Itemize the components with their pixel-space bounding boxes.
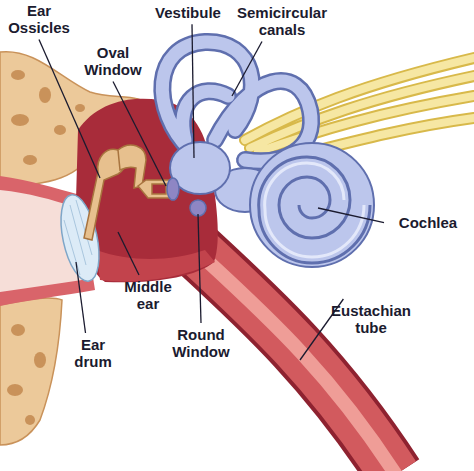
- leader-line: [118, 232, 139, 275]
- part-label: Oval Window: [80, 44, 146, 79]
- part-label: Round Window: [166, 326, 236, 361]
- bone-pore: [11, 114, 29, 126]
- part-label: Ear drum: [68, 336, 118, 371]
- bone-pore: [34, 352, 46, 368]
- part-label: Vestibule: [148, 4, 228, 21]
- incus: [118, 145, 146, 188]
- bone-pore: [25, 415, 35, 425]
- middle-ear-floor: [96, 250, 215, 281]
- round-window: [190, 200, 206, 216]
- leader-line: [192, 24, 194, 158]
- part-label: Ear Ossicles: [4, 2, 74, 37]
- part-label: Cochlea: [388, 214, 468, 231]
- ossicles: [84, 145, 172, 240]
- cochlea-spiral: [259, 157, 370, 263]
- cochlea-spiral-highlight: [265, 163, 364, 257]
- bone-pore: [23, 155, 37, 165]
- bone-pore: [11, 70, 25, 80]
- canal-outline: [162, 42, 311, 161]
- leader-line: [198, 214, 201, 323]
- bone-pore: [54, 125, 66, 135]
- part-label: Middle ear: [118, 278, 178, 313]
- bone-pore: [7, 384, 23, 396]
- leader-line: [318, 208, 384, 223]
- leader-line: [232, 42, 262, 97]
- semicircular-canals: [162, 42, 311, 161]
- leader-line: [113, 82, 166, 187]
- part-label: Eustachian tube: [325, 302, 417, 337]
- bone-pore: [39, 87, 51, 103]
- part-label: Semicircular canals: [232, 4, 332, 39]
- oval-window: [167, 178, 179, 200]
- canal-tube: [162, 42, 311, 161]
- temporal-bone: [0, 298, 62, 445]
- leader-line: [76, 262, 86, 333]
- cochlea: [250, 143, 374, 267]
- bone-pore: [11, 324, 25, 336]
- bone-pores: [7, 324, 46, 425]
- bone-pore: [75, 104, 85, 112]
- leader-line: [39, 40, 100, 179]
